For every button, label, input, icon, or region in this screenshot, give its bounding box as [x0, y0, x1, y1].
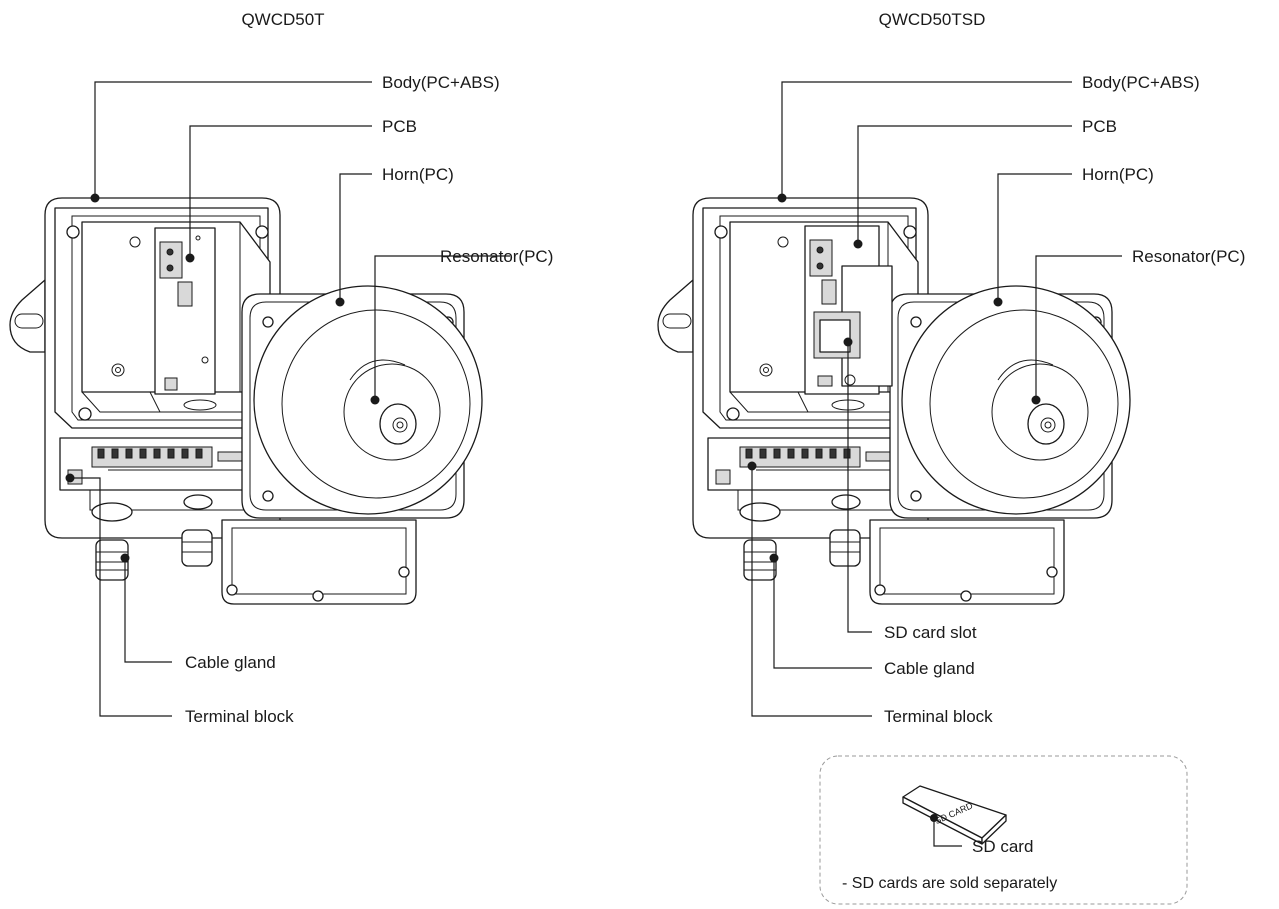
sd-card-icon: SD CARD: [902, 785, 1007, 845]
label-horn: Horn(PC): [382, 165, 454, 184]
device-illustration-qwcd50tsd: [657, 197, 1131, 605]
label-body: Body(PC+ABS): [382, 73, 500, 92]
label-horn: Horn(PC): [1082, 165, 1154, 184]
label-body: Body(PC+ABS): [1082, 73, 1200, 92]
leaders-qwcd50tsd: [747, 81, 1122, 717]
label-pcb: PCB: [1082, 117, 1117, 136]
label-terminal-block: Terminal block: [185, 707, 294, 726]
sd-sold-separately-note: - SD cards are sold separately: [842, 875, 1057, 892]
label-cable-gland: Cable gland: [185, 653, 276, 672]
pcb-board: [804, 225, 893, 395]
device-illustration-qwcd50t: [9, 197, 483, 605]
leaders-qwcd50t: [65, 81, 510, 717]
label-resonator: Resonator(PC): [1132, 247, 1245, 266]
label-resonator: Resonator(PC): [440, 247, 553, 266]
label-pcb: PCB: [382, 117, 417, 136]
label-sd-card-slot: SD card slot: [884, 623, 977, 642]
sd-card-note-box: SD CARD SD card - SD cards are sold sepa…: [819, 755, 1188, 905]
label-cable-gland: Cable gland: [884, 659, 975, 678]
model-title-qwcd50t: QWCD50T: [241, 10, 324, 29]
label-terminal-block: Terminal block: [884, 707, 993, 726]
model-title-qwcd50tsd: QWCD50TSD: [879, 10, 986, 29]
label-sd-card: SD card: [972, 837, 1033, 856]
pcb-board: [154, 227, 216, 395]
